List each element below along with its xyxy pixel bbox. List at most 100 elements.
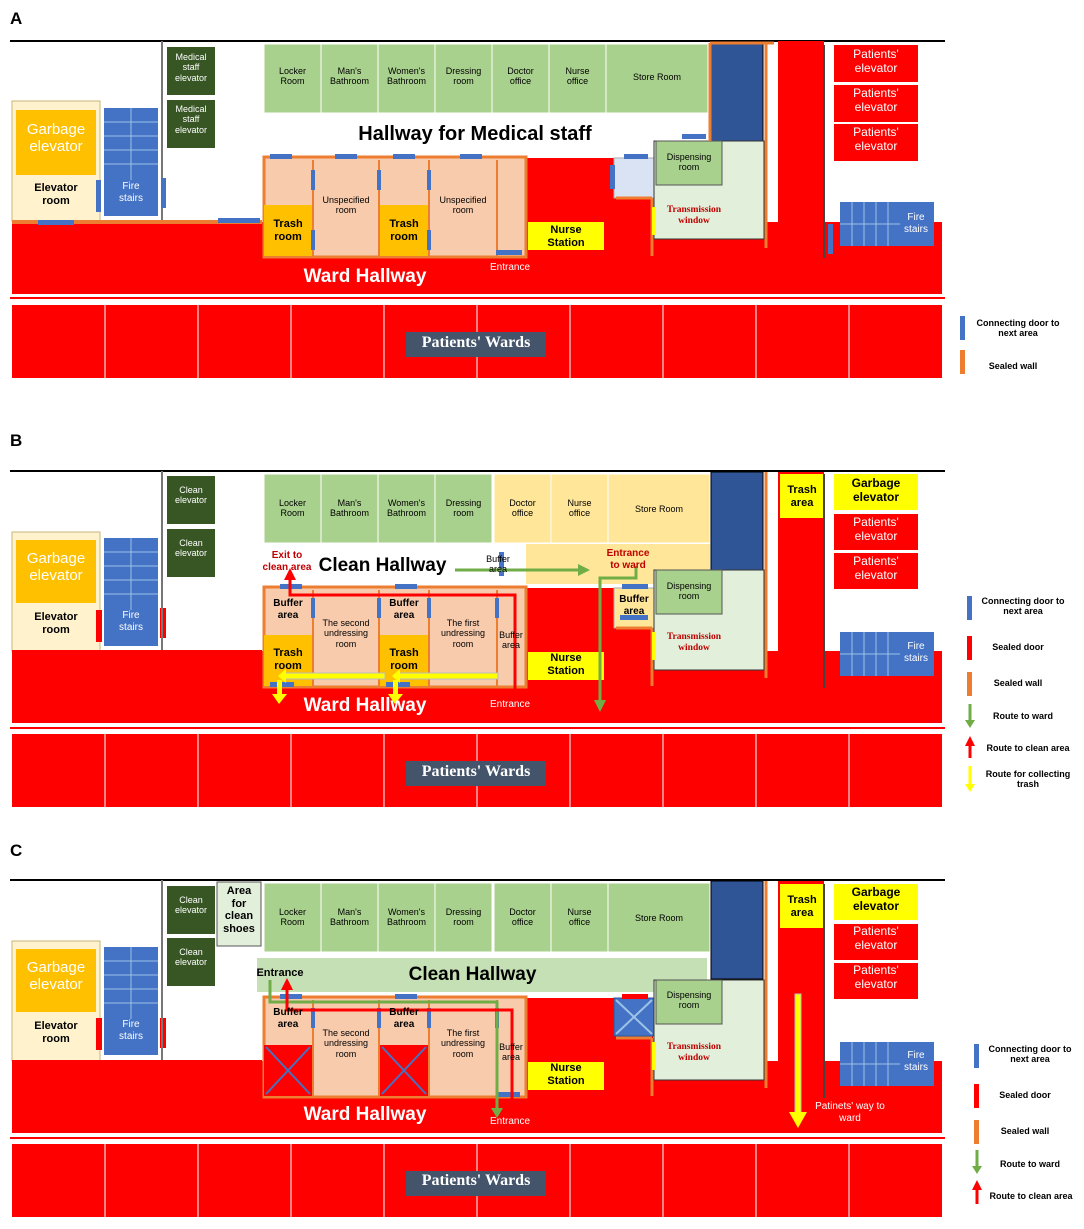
garbage-elevator-label: Garbage elevator [851, 476, 901, 504]
clean-elevator-label: Clean elevator [174, 947, 208, 968]
clean-elevator-label: Clean elevator [174, 895, 208, 916]
entrance-top-label: Entrance [256, 967, 304, 979]
top-rooms [263, 473, 711, 544]
patients-wards-label: Patients' Wards [421, 334, 531, 351]
fire-stairs-label: Fire stairs [904, 1050, 928, 1073]
unspecified-room-label: Unspecified room [439, 195, 487, 216]
trash-room-label: Trash room [273, 647, 303, 672]
room-label: Nurse office [567, 907, 592, 928]
entrance-label: Entrance [489, 699, 531, 710]
room-label: Nurse office [565, 66, 590, 87]
top-rooms [263, 882, 711, 953]
fire-stairs-right [840, 202, 934, 246]
trash-room-label: Trash room [389, 218, 419, 243]
room-label: Locker Room [278, 66, 306, 87]
room-label: Women's Bathroom [386, 66, 427, 87]
hallway-medical-staff: Hallway for Medical staff [358, 123, 592, 145]
room-label: Store Room [634, 913, 684, 923]
fire-stairs-label: Fire stairs [904, 212, 928, 235]
trash-room-label: Trash room [389, 647, 419, 672]
medical-staff-elevator-1 [167, 47, 215, 95]
ward-hallway-label: Ward Hallway [303, 1104, 427, 1125]
trash-area-label: Trash area [787, 894, 817, 919]
legend-route-clean: Route to clean area [989, 1191, 1073, 1201]
buffer-area-label: Buffer area [389, 1007, 419, 1030]
room-label: Nurse office [567, 498, 592, 519]
room-label: Store Room [632, 72, 682, 82]
patients-elevator-label: Patients' elevator [853, 515, 899, 543]
room-label: Dressing room [445, 907, 482, 928]
patients-wards-label: Patients' Wards [421, 1172, 531, 1189]
room-label: Women's Bathroom [386, 498, 427, 519]
legend-route-to-ward: Route to ward [993, 711, 1053, 721]
room-label: Man's Bathroom [329, 907, 370, 928]
legend-sealed-door: Sealed door [992, 642, 1044, 652]
legend-route-trash: Route for collecting trash [985, 769, 1071, 790]
buffer-area-label: Buffer area [273, 1007, 303, 1030]
fire-stairs-right [840, 1042, 934, 1086]
transmission-window-label: Transmission window [666, 632, 722, 653]
patients-elevator-label: Patients' elevator [853, 47, 899, 75]
room-label: Dressing room [445, 498, 482, 519]
elevator-room-label: Elevator room [34, 611, 78, 636]
fire-stairs-label: Fire stairs [119, 1019, 143, 1042]
route-collecting-trash [284, 672, 386, 680]
fire-stairs-left [104, 108, 158, 216]
panel-c: C [0, 820, 1084, 1229]
room-label: Store Room [634, 504, 684, 514]
buffer-area-label: Buffer area [389, 598, 419, 621]
room-label: Dressing room [445, 66, 482, 87]
room-label: Man's Bathroom [329, 66, 370, 87]
garbage-elevator [16, 110, 96, 175]
legend-connecting-door: Connecting door to next area [981, 596, 1065, 617]
fire-stairs-right [840, 632, 934, 676]
panel-b-letter: B [10, 431, 22, 450]
nurse-station-label: Nurse Station [547, 652, 585, 677]
elevator-room-label: Elevator room [34, 1020, 78, 1045]
patients-elevator-label: Patients' elevator [853, 125, 899, 153]
garbage-elevator-label: Garbage elevator [851, 885, 901, 913]
second-undressing-label: The second undressing room [322, 1028, 370, 1059]
fire-stairs-left [104, 947, 158, 1055]
buffer-area-label: Buffer area [486, 554, 510, 575]
buffer-area-label: Buffer area [619, 594, 649, 617]
second-undressing-label: The second undressing room [322, 618, 370, 649]
ward-hallway-label: Ward Hallway [303, 266, 427, 287]
unspecified-room-label: Unspecified room [322, 195, 370, 216]
legend-sealed-wall: Sealed wall [993, 678, 1043, 688]
panel-a-floorplan: A [10, 9, 965, 378]
patients-elevator-label: Patients' elevator [853, 86, 899, 114]
patients-way-label: Patinets' way to ward [815, 1101, 885, 1124]
route-to-ward [268, 980, 499, 1112]
route-to-clean-area [285, 988, 514, 1108]
dispensing-room-label: Dispensing room [666, 152, 712, 173]
clean-hallway [257, 958, 707, 992]
garbage-elevator-label: Garbage elevator [26, 121, 86, 156]
ward-hallway-label: Ward Hallway [303, 695, 427, 716]
clean-hallway-label: Clean Hallway [408, 964, 537, 985]
legend-sealed-wall: Sealed wall [988, 361, 1038, 371]
room-label: Women's Bathroom [386, 907, 427, 928]
garbage-elevator-label: Garbage elevator [26, 550, 86, 585]
dispensing-room-label: Dispensing room [666, 581, 712, 602]
legend-sealed-wall: Sealed wall [1000, 1126, 1050, 1136]
room-label: Doctor office [509, 498, 536, 519]
fire-stairs-label: Fire stairs [119, 610, 143, 633]
entrance-label: Entrance [489, 262, 531, 273]
legend-sealed-door: Sealed door [999, 1090, 1051, 1100]
patients-way-arrow [794, 993, 802, 1115]
fire-stairs-label: Fire stairs [904, 641, 928, 664]
patients-wards-label: Patients' Wards [421, 763, 531, 780]
nurse-station-label: Nurse Station [547, 1062, 585, 1087]
buffer-area-label: Buffer area [499, 630, 523, 651]
entrance-label: Entrance [489, 1116, 531, 1127]
entrance-to-ward-label: Entrance to ward [606, 548, 650, 571]
dispensing-room-label: Dispensing room [666, 990, 712, 1011]
elevator-room-label: Elevator room [34, 182, 78, 207]
panel-c-floorplan: C [10, 841, 982, 1217]
patients-elevator-label: Patients' elevator [853, 554, 899, 582]
first-undressing-label: The first undressing room [440, 618, 486, 649]
legend-connecting-door: Connecting door to next area [988, 1044, 1072, 1065]
patients-elevator-label: Patients' elevator [853, 924, 899, 952]
transmission-window-label: Transmission window [666, 205, 722, 226]
